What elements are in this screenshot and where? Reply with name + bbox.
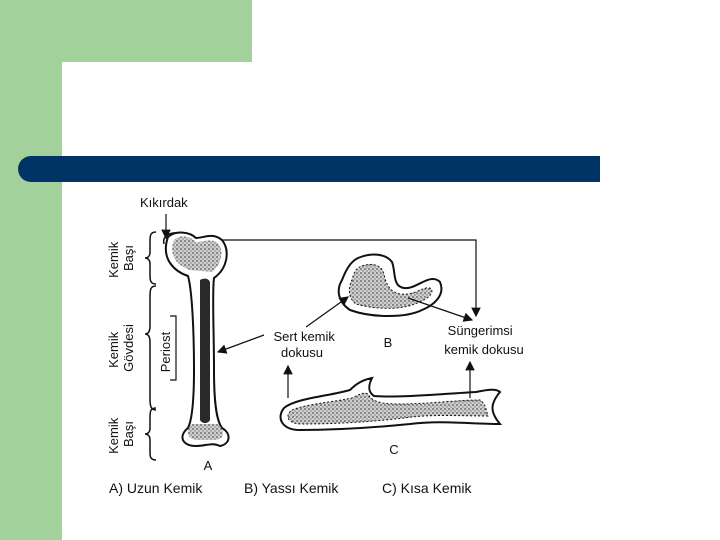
label-head-top-line1: Kemik [106, 241, 121, 278]
label-spongy-line2: kemik dokusu [444, 342, 523, 357]
label-spongy-tissue: Süngerimsi kemik dokusu [444, 323, 523, 357]
label-spongy-line1: Süngerimsi [448, 323, 513, 338]
label-letter-b: B [384, 335, 393, 350]
label-letter-a: A [204, 458, 213, 473]
label-periost: Periost [158, 331, 173, 372]
label-shaft-line2: Gövdesi [121, 324, 136, 372]
label-shaft-line1: Kemik [106, 331, 121, 368]
label-shaft: Kemik Gövdesi [106, 324, 136, 372]
short-bone [281, 378, 500, 430]
caption-flat-bone: B) Yassı Kemik [244, 480, 339, 496]
label-head-bottom: Kemik Başı [106, 414, 136, 454]
label-cartilage: Kıkırdak [140, 195, 188, 210]
label-letter-c: C [389, 442, 398, 457]
label-compact-line1: Sert kemik [273, 329, 335, 344]
caption-long-bone: A) Uzun Kemik [109, 480, 203, 496]
label-head-bottom-line1: Kemik [106, 417, 121, 454]
long-bone [164, 233, 229, 446]
label-head-top-line2: Başı [121, 245, 136, 271]
braces [145, 232, 156, 460]
label-head-top: Kemik Başı [106, 238, 136, 278]
label-compact-line2: dokusu [281, 345, 323, 360]
flat-bone [339, 255, 442, 316]
label-compact-tissue: Sert kemik dokusu [273, 329, 338, 360]
caption-short-bone: C) Kısa Kemik [382, 480, 472, 496]
label-head-bottom-line2: Başı [121, 421, 136, 447]
